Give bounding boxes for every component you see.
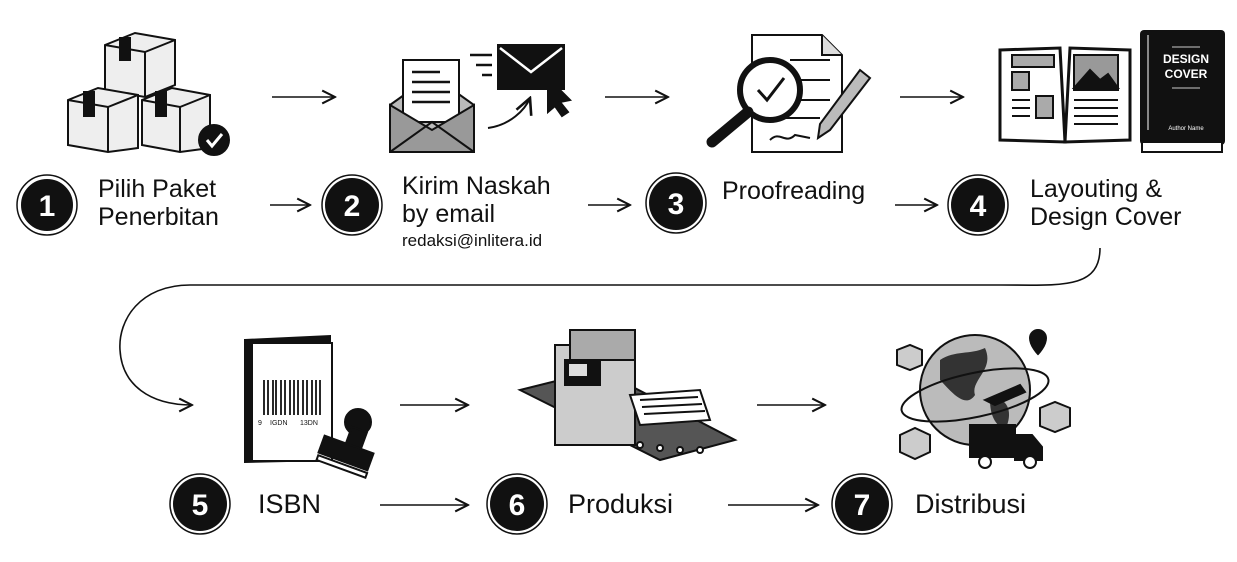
- step-4-line2: Design Cover: [1030, 203, 1182, 231]
- step-4-line1: Layouting &: [1030, 175, 1163, 203]
- step-4-badge: 4: [947, 174, 1009, 236]
- cover-title-line2: COVER: [1165, 67, 1208, 81]
- step-1-label: Pilih Paket Penerbitan: [98, 175, 219, 231]
- cover-author: Author Name: [1168, 126, 1204, 132]
- step-number: 6: [509, 489, 526, 522]
- cover-title-line1: DESIGN: [1163, 52, 1209, 66]
- step-2-label: Kirim Naskah by email: [402, 172, 551, 228]
- barcode-left: 9: [258, 420, 262, 427]
- step-number: 3: [668, 188, 685, 221]
- boxes-icon: [67, 31, 230, 156]
- barcode-right: 13DN: [300, 420, 318, 427]
- step-6-badge: 6: [486, 473, 548, 535]
- layout-book-icon: [998, 46, 1132, 144]
- step-5-badge: 5: [169, 473, 231, 535]
- email-envelope-icon: [389, 44, 573, 153]
- connector-curve: [119, 247, 1101, 405]
- step-3-badge: 3: [645, 172, 707, 234]
- step-number: 1: [39, 190, 56, 223]
- printing-machine-icon: [517, 329, 738, 462]
- step-number: 2: [344, 190, 361, 223]
- step-1-line2: Penerbitan: [98, 203, 219, 231]
- step-7-label: Distribusi: [915, 489, 1027, 519]
- step-4-label: Layouting & Design Cover: [1030, 175, 1181, 231]
- stamp-icon: [315, 408, 375, 479]
- step-number: 4: [970, 190, 987, 223]
- design-cover-book-icon: DESIGN COVER Author Name: [1140, 30, 1225, 153]
- step-1-line1: Pilih Paket: [98, 175, 217, 203]
- step-number: 5: [192, 489, 209, 522]
- step-6-label: Produksi: [568, 489, 674, 519]
- step-1-badge: 1: [16, 174, 78, 236]
- step-2-line2: by email: [402, 200, 496, 228]
- step-5-label: ISBN: [258, 489, 322, 519]
- isbn-book-icon: 9 IGDN 13DN: [244, 334, 375, 479]
- step-2-email: redaksi@inlitera.id: [402, 231, 543, 250]
- barcode-mid: IGDN: [270, 420, 288, 427]
- proofreading-magnifier-icon: [706, 34, 872, 153]
- step-number: 7: [854, 489, 871, 522]
- global-distribution-icon: [896, 329, 1071, 469]
- step-2-line1: Kirim Naskah: [402, 172, 551, 200]
- step-7-badge: 7: [831, 473, 893, 535]
- step-2-badge: 2: [321, 174, 383, 236]
- step-3-label: Proofreading: [722, 177, 866, 205]
